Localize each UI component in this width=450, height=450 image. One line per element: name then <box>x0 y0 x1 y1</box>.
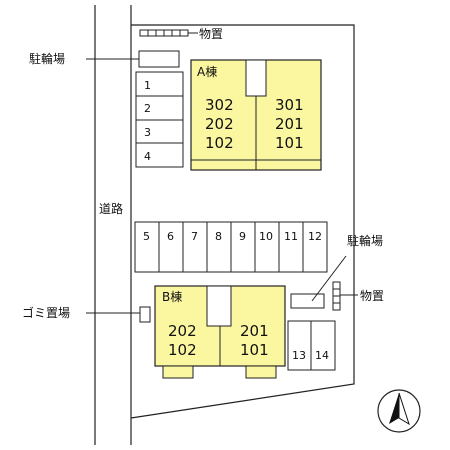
bike-parking-left-label: 駐輪場 <box>29 51 65 66</box>
parking-slot-label: 6 <box>167 230 174 243</box>
north-arrow-icon <box>377 389 421 433</box>
parking-middle-row: 5 6 7 8 9 10 11 12 <box>134 221 328 273</box>
unit-number: 201 <box>275 115 304 133</box>
storage-right-boxes <box>332 281 341 311</box>
parking-slot-label: 7 <box>191 230 198 243</box>
bike-parking-left <box>138 50 180 68</box>
bike-parking-right <box>290 293 325 309</box>
parking-slot-label: 3 <box>144 126 151 139</box>
unit-number: 101 <box>240 341 269 359</box>
storage-top-boxes <box>139 29 189 37</box>
parking-slot-label: 4 <box>144 150 151 163</box>
unit-number: 101 <box>275 134 304 152</box>
parking-slot-label: 9 <box>239 230 246 243</box>
unit-number: 202 <box>205 115 234 133</box>
parking-slot-label: 11 <box>284 230 298 243</box>
parking-slot-label: 12 <box>308 230 322 243</box>
parking-slot-label: 5 <box>143 230 150 243</box>
building-b-name: B棟 <box>162 289 182 304</box>
unit-number: 301 <box>275 96 304 114</box>
building-a: A棟 302 202 102 301 201 101 <box>190 59 322 171</box>
garbage-label: ゴミ置場 <box>22 305 70 320</box>
unit-number: 302 <box>205 96 234 114</box>
site-boundary <box>130 24 355 419</box>
bike-parking-right-label: 駐輪場 <box>347 233 383 248</box>
unit-number: 201 <box>240 322 269 340</box>
parking-slot-label: 13 <box>292 349 306 362</box>
parking-slot-label: 10 <box>259 230 273 243</box>
parking-slot-label: 1 <box>144 79 151 92</box>
storage-top-label: 物置 <box>199 27 223 41</box>
parking-slot-label: 8 <box>215 230 222 243</box>
building-b: B棟 202 102 201 101 <box>154 285 286 379</box>
unit-number: 102 <box>168 341 197 359</box>
parking-slot-label: 14 <box>315 349 329 362</box>
unit-number: 102 <box>205 134 234 152</box>
parking-bottom: 13 14 <box>287 320 336 371</box>
garbage-area <box>139 306 151 323</box>
parking-left-column: 1 2 3 4 <box>135 71 184 168</box>
unit-number: 202 <box>168 322 197 340</box>
road-label: 道路 <box>99 201 123 216</box>
storage-right-label: 物置 <box>360 289 384 303</box>
building-a-name: A棟 <box>197 64 217 79</box>
parking-slot-label: 2 <box>144 102 151 115</box>
